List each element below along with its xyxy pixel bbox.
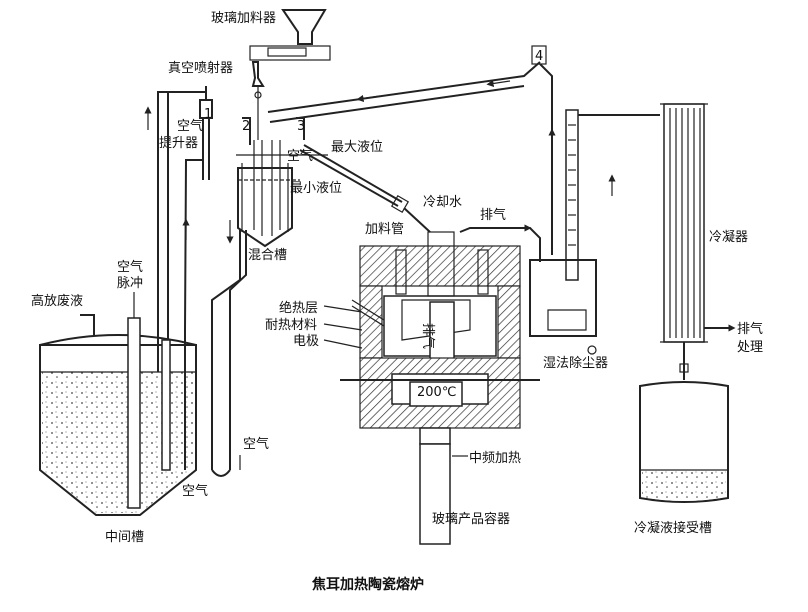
exhaust-treatment-label-2: 处理 (737, 340, 763, 355)
wet-scrubber-label: 湿法除尘器 (543, 356, 608, 371)
diagram-caption: 焦耳加热陶瓷熔炉 (311, 576, 424, 593)
air-label-bottom: 空气 (182, 483, 208, 499)
pipe-3: 3 (296, 117, 305, 140)
electrode-label: 电极 (293, 334, 319, 349)
air-label-mixing: 空气 (287, 148, 313, 164)
svg-text:4: 4 (535, 49, 543, 64)
mixing-tank (236, 140, 328, 248)
vacuum-ejector-label: 真空喷射器 (168, 60, 233, 76)
intermediate-tank (39, 317, 197, 516)
vacuum-ejector (251, 61, 265, 140)
refractory-label: 耐热材料 (265, 318, 317, 333)
air-lift-1 (199, 86, 213, 180)
air-label-top-left: 空气 (177, 118, 203, 134)
high-level-waste-label: 高放废液 (31, 293, 83, 309)
exhaust-label-top: 排气 (480, 207, 506, 223)
cooling-water-label: 冷却水 (423, 195, 462, 210)
insulation-label: 绝热层 (279, 300, 318, 316)
exhaust-label-inner: 排气 (420, 323, 436, 349)
node-4: 4 (531, 45, 556, 255)
condensate-tank-label: 冷凝液接受槽 (634, 520, 712, 536)
max-level-label: 最大液位 (331, 140, 383, 155)
glass-feeder-label: 玻璃加料器 (211, 11, 276, 26)
min-level-label: 最小液位 (290, 181, 342, 196)
air-lift-label: 提升器 (159, 135, 198, 151)
condensate-tank (639, 342, 729, 503)
glass-feeder (249, 9, 331, 61)
exhaust-treatment-label-1: 排气 (737, 321, 763, 337)
svg-text:3: 3 (297, 119, 305, 134)
mixing-tank-label: 混合槽 (248, 248, 287, 263)
wet-scrubber (529, 109, 660, 355)
medium-freq-heating-label: 中频加热 (469, 451, 521, 466)
feed-pipe-label: 加料管 (365, 222, 404, 237)
pipe-2: 2 (242, 117, 251, 145)
condenser (660, 103, 708, 343)
intermediate-tank-label: 中间槽 (105, 530, 144, 545)
air-label-middle: 空气 (243, 436, 269, 452)
air-pulse-label-2: 脉冲 (117, 276, 143, 291)
stream-number-1: 1 (204, 107, 212, 122)
svg-text:2: 2 (242, 119, 250, 134)
temperature-label: 200℃ (417, 385, 456, 400)
condenser-label: 冷凝器 (709, 229, 748, 245)
ceramic-melter (340, 231, 540, 545)
glass-product-container-label: 玻璃产品容器 (432, 511, 510, 527)
air-pulse-label-1: 空气 (117, 259, 143, 275)
